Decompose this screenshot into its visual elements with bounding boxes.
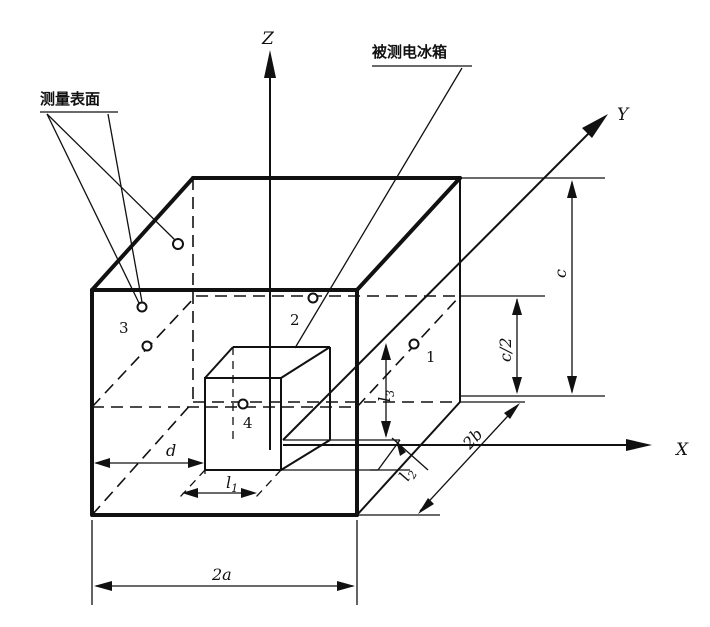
y-axis-label: Y: [617, 105, 630, 125]
point-label-4: 4: [243, 414, 253, 432]
point-label-1: 1: [426, 348, 436, 366]
point-label-3: 3: [119, 319, 129, 337]
measurement-point-top: [172, 238, 184, 250]
tested-fridge-leader: [294, 67, 463, 349]
measurement-point-4: [237, 398, 249, 410]
tested-refrigerator: [204, 346, 331, 471]
dimension-c-label: c: [551, 269, 570, 278]
dimension-c: [460, 177, 605, 397]
dimension-2b: [357, 401, 525, 516]
measuring-surface-leaders: [46, 113, 176, 304]
dimension-l1: [182, 488, 257, 498]
floor-footprint: [179, 439, 401, 498]
point-label-2: 2: [290, 311, 300, 329]
tested-fridge-label: 被测电冰箱: [372, 43, 447, 61]
dimension-l1-label: l1: [226, 473, 238, 495]
dimension-c-half: [460, 295, 545, 394]
dimension-2a: [91, 520, 358, 605]
measurement-point-2: [307, 292, 319, 304]
z-axis-label: Z: [261, 29, 275, 49]
x-axis-arrowhead: [626, 439, 652, 451]
dimension-d-label: d: [166, 441, 176, 460]
dimension-l3-label: l3: [375, 390, 397, 402]
z-axis-arrowhead: [264, 50, 276, 78]
measuring-surface-label: 测量表面: [40, 90, 100, 108]
dimension-l2: [370, 437, 429, 471]
measurement-point-1: [408, 338, 420, 350]
dimension-l3: [381, 343, 391, 438]
measurement-point-3b: [141, 340, 153, 352]
dimension-c-half-label: c/2: [496, 337, 515, 362]
dimension-2a-label: 2a: [211, 565, 232, 584]
dimension-l2-label: l2: [395, 464, 420, 486]
x-axis-label: X: [674, 440, 689, 460]
measurement-point-3: [136, 301, 148, 313]
dimension-d: [94, 458, 206, 474]
y-axis-arrowhead: [582, 114, 608, 138]
hidden-edges: [91, 178, 461, 516]
dimension-2b-label: 2b: [458, 425, 486, 454]
y-axis: [282, 121, 601, 441]
